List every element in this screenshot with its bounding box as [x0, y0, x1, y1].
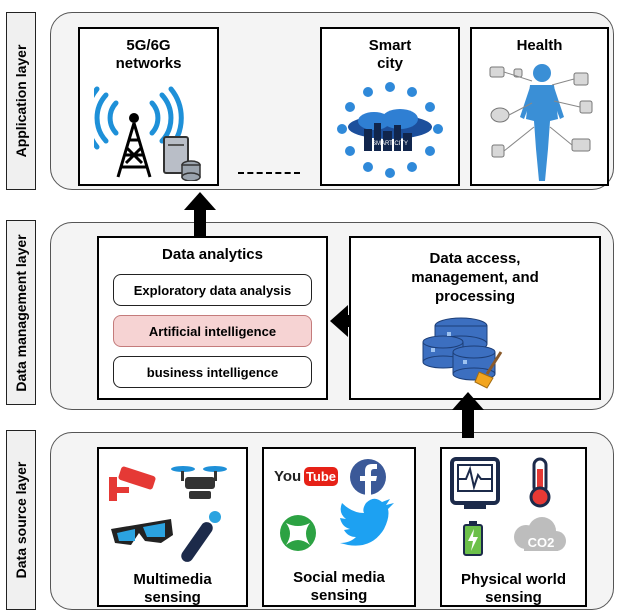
analytics-to-application-arrow: [194, 208, 206, 236]
data-access-box: Data access, management, and processing: [349, 236, 601, 400]
data-management-layer-text: Data management layer: [13, 233, 29, 392]
physical-sensors-icons: CO2: [450, 457, 566, 556]
twitter-icon: [340, 498, 394, 546]
social-media-sensing-title-line2: sensing: [310, 587, 368, 604]
battery-icon: [463, 521, 483, 556]
physical-to-access-arrowhead: [452, 392, 484, 410]
data-analytics-box: Data analytics Exploratory data analysis…: [97, 236, 328, 400]
smart-city-caption: SMART CITY: [372, 141, 408, 147]
thermometer-icon: [529, 457, 551, 508]
access-to-analytics-arrow: [344, 315, 352, 327]
physical-world-sensing-title-line2: sensing: [485, 589, 542, 606]
data-source-layer-label: Data source layer: [6, 430, 36, 610]
co2-icon: CO2: [514, 517, 566, 551]
multimedia-devices-icon: [109, 466, 227, 562]
data-analytics-title: Data analytics: [162, 246, 263, 263]
cell-tower-icon: [94, 86, 201, 181]
youtube-tube-text: Tube: [306, 469, 336, 484]
human-body-health-icon: [489, 64, 593, 181]
networks-box: 5G/6G networks: [78, 27, 219, 186]
data-source-layer-text: Data source layer: [13, 461, 29, 579]
data-access-title-line3: processing: [434, 288, 516, 305]
business-intelligence-item: business intelligence: [113, 356, 312, 388]
application-layer-label: Application layer: [6, 12, 36, 190]
co2-text: CO2: [528, 535, 555, 550]
physical-to-access-arrow: [462, 408, 474, 438]
data-access-title-line2: management, and: [411, 269, 539, 286]
social-media-sensing-title-line1: Social media: [293, 569, 385, 586]
multimedia-sensing-box: Multimedia sensing: [97, 447, 248, 607]
social-media-sensing-box: You Tube Social media sensing: [262, 447, 416, 607]
access-to-analytics-arrowhead: [330, 305, 348, 337]
networks-title-line2: networks: [115, 55, 182, 72]
social-media-icons: You Tube: [274, 459, 394, 551]
health-title: Health: [516, 37, 563, 54]
artificial-intelligence-item: Artificial intelligence: [113, 315, 312, 347]
youtube-icon: [304, 467, 338, 486]
analytics-to-application-arrowhead: [184, 192, 216, 210]
networks-title-line1: 5G/6G: [126, 37, 171, 54]
health-box: Health: [470, 27, 609, 186]
data-management-layer-label: Data management layer: [6, 220, 36, 405]
multimedia-sensing-title-line1: Multimedia: [133, 571, 212, 588]
physical-world-sensing-box: CO2 Physical world sensing: [440, 447, 587, 607]
database-cleaning-icon: [422, 317, 503, 389]
exploratory-data-analysis-item: Exploratory data analysis: [113, 274, 312, 306]
youtube-you-text: You: [274, 468, 301, 485]
data-access-title-line1: Data access,: [429, 250, 521, 267]
application-layer-text: Application layer: [13, 44, 29, 158]
smart-city-title-line1: Smart: [368, 37, 412, 54]
smart-city-icon: SMART CITY: [337, 82, 443, 178]
physical-world-sensing-title-line1: Physical world: [460, 571, 567, 588]
smart-city-title-line2: city: [377, 55, 403, 72]
monitor-icon: [450, 457, 500, 509]
smart-city-box: Smart city SMART CITY: [320, 27, 460, 186]
multimedia-sensing-title-line2: sensing: [144, 589, 201, 606]
more-applications-ellipsis: [238, 172, 300, 174]
